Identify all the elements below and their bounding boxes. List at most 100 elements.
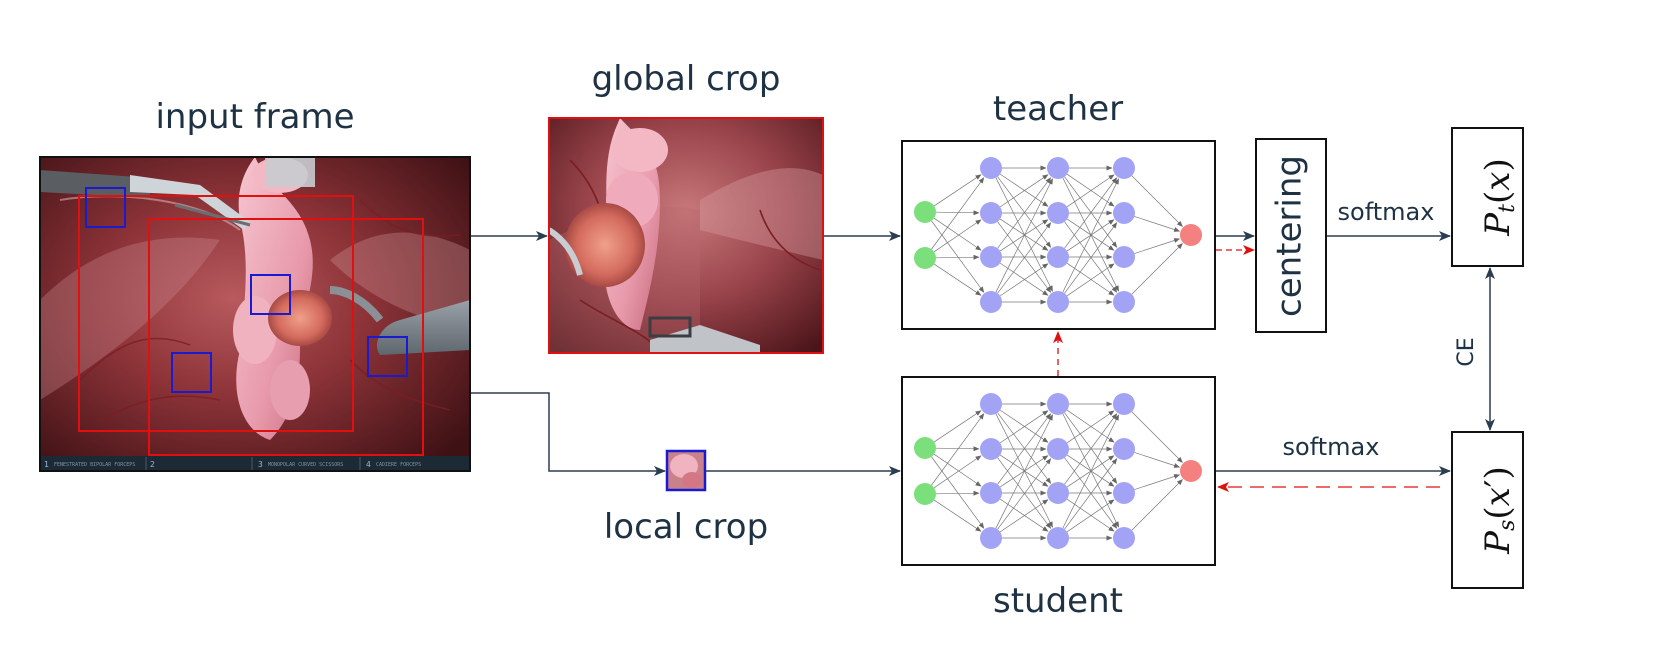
- network-edge: [1134, 474, 1181, 490]
- hidden-node: [1047, 291, 1069, 313]
- toolbar-slot-label: CADIERE FORCEPS: [376, 462, 421, 468]
- network-edge: [935, 254, 980, 260]
- centering-box: [1255, 138, 1327, 333]
- hidden-node: [980, 157, 1002, 179]
- network-edge: [1066, 454, 1115, 487]
- svg-text:Pt(x): Pt(x): [1478, 158, 1520, 236]
- network-edge: [1062, 178, 1120, 293]
- teacher-title: teacher: [993, 89, 1123, 129]
- centering-label: centering: [1270, 155, 1310, 317]
- network-edge: [933, 499, 982, 532]
- student-output-box: [1451, 431, 1524, 589]
- network-edge: [999, 410, 1049, 444]
- svg-text:Ps(x′): Ps(x′): [1478, 466, 1520, 555]
- network-edge: [1066, 174, 1115, 208]
- hidden-node: [980, 527, 1002, 549]
- input-node: [914, 437, 936, 459]
- hidden-node: [1113, 157, 1135, 179]
- local-crop-box-4: [367, 336, 408, 377]
- network-edge: [1066, 498, 1115, 532]
- ce-label: CE: [1454, 337, 1479, 366]
- network-edge: [933, 174, 982, 207]
- hidden-node: [1047, 246, 1069, 268]
- toolbar-slot-number: 3: [258, 460, 263, 469]
- hidden-node: [980, 202, 1002, 224]
- network-edge: [1131, 479, 1183, 531]
- network-edge: [931, 177, 985, 250]
- student-network: [914, 393, 1202, 549]
- global-crop-image: [549, 118, 823, 353]
- student-output-formula: Ps(x′): [1478, 466, 1520, 555]
- hidden-node: [1047, 393, 1069, 415]
- network-edge: [999, 409, 1049, 443]
- global-crop-box-1: [78, 195, 354, 432]
- hidden-node: [980, 291, 1002, 313]
- network-edge: [1064, 458, 1118, 530]
- local-crop-image: [667, 451, 705, 490]
- network-edge: [933, 263, 982, 296]
- output-node: [1180, 224, 1202, 246]
- network-edge: [935, 446, 980, 452]
- network-edge: [1066, 218, 1115, 251]
- network-edge: [933, 410, 982, 443]
- network-edge: [1066, 173, 1115, 207]
- hidden-node: [1113, 291, 1135, 313]
- network-edge: [1066, 262, 1115, 296]
- network-edge: [999, 174, 1049, 208]
- network-edge: [997, 177, 1052, 249]
- network-edge: [997, 412, 1052, 484]
- hidden-node: [1113, 246, 1135, 268]
- network-edge: [931, 413, 985, 486]
- network-edge: [1066, 409, 1115, 443]
- toolbar-slot-number: 4: [366, 460, 371, 469]
- network-edge: [997, 413, 1052, 485]
- toolbar-slot-label: FENESTRATED BIPOLAR FORCEPS: [54, 462, 135, 468]
- hidden-node: [1113, 482, 1135, 504]
- network-edge: [931, 220, 985, 293]
- hidden-node: [980, 482, 1002, 504]
- local-crop-box-1: [85, 187, 126, 228]
- network-edge: [995, 178, 1053, 293]
- hidden-node: [1113, 202, 1135, 224]
- network-edge: [1066, 410, 1115, 444]
- input-frame-title: input frame: [155, 97, 354, 137]
- input-node: [914, 483, 936, 505]
- arrow-frame-to-local: [471, 392, 666, 476]
- student-title: student: [993, 581, 1123, 621]
- network-edge: [1134, 238, 1181, 254]
- hidden-node: [1113, 527, 1135, 549]
- hidden-node: [980, 393, 1002, 415]
- network-edge: [1000, 218, 1049, 251]
- teacher-output-formula: Pt(x): [1478, 158, 1520, 236]
- network-edge: [999, 173, 1049, 207]
- network-edge: [995, 414, 1053, 529]
- network-edge: [997, 176, 1052, 248]
- local-crop-box-2: [250, 274, 291, 315]
- network-edge: [935, 490, 980, 496]
- input-frame-border: [39, 156, 471, 472]
- toolbar-slot-number: 1: [44, 460, 49, 469]
- input-node: [914, 247, 936, 269]
- network-edge: [1131, 411, 1183, 463]
- teacher-output-box: [1451, 127, 1524, 267]
- network-edge: [1134, 216, 1181, 232]
- network-edge: [1064, 176, 1118, 248]
- local-crop-title: local crop: [604, 507, 768, 547]
- network-edge: [1062, 414, 1120, 529]
- hidden-node: [1047, 202, 1069, 224]
- hidden-node: [1047, 482, 1069, 504]
- network-edge: [1066, 263, 1115, 297]
- network-edge: [997, 458, 1052, 530]
- softmax-top-label: softmax: [1338, 198, 1435, 226]
- network-edge: [933, 217, 982, 251]
- network-edge: [1064, 412, 1118, 484]
- hidden-node: [1047, 527, 1069, 549]
- output-node: [1180, 460, 1202, 482]
- network-edge: [1134, 452, 1181, 468]
- local-crop-border: [665, 449, 707, 492]
- local-crop-box-3: [171, 352, 212, 393]
- network-edge: [1131, 243, 1183, 295]
